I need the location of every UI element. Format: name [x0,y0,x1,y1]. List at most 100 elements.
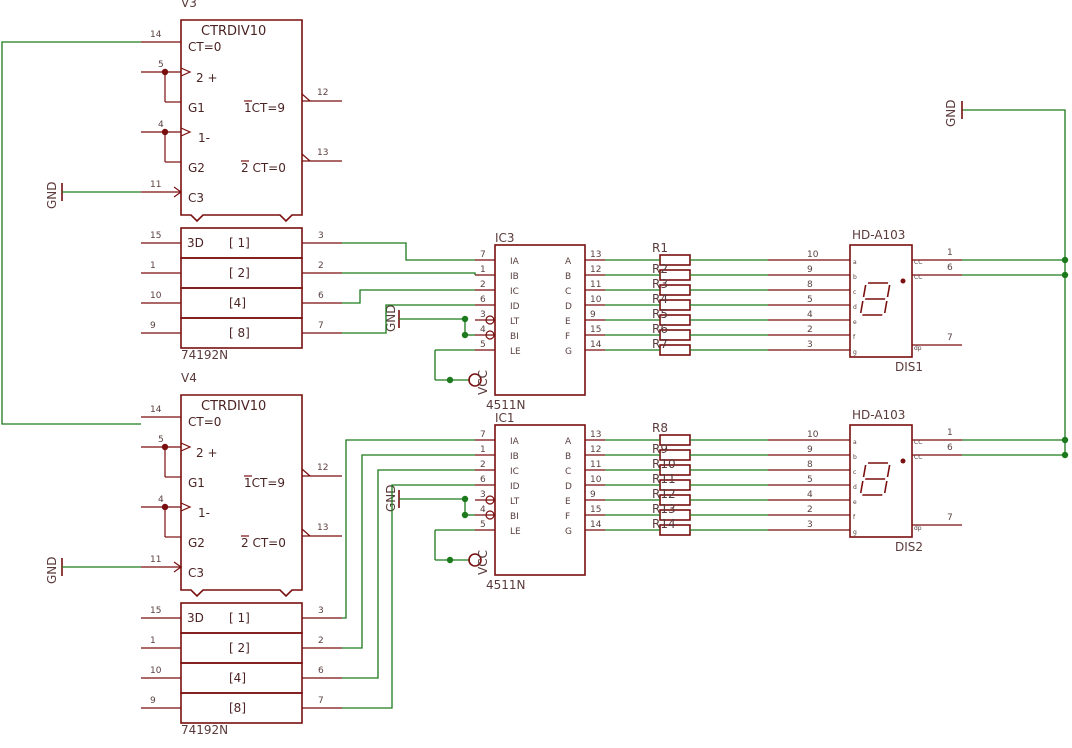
pin-number: 13 [590,250,601,260]
counter-ct9-label: 1CT=9 [244,101,285,115]
clock-triangle [180,502,192,512]
segment-label: f [853,334,856,341]
inverter-mark [173,561,183,573]
pin-number: 1 [480,445,486,455]
clock-triangle [180,442,192,452]
pin-number: 2 [807,505,813,515]
display-segment [886,285,891,297]
pin-number: 10 [150,291,162,301]
inverter-mark [301,468,311,477]
gnd-label: GND [384,304,398,332]
pin-number: 6 [947,443,953,453]
decoder-input-label: IB [510,452,519,462]
pin-number: 1 [150,636,156,646]
wire [342,469,475,679]
pin-number: 9 [150,696,156,706]
pin-number: 2 [318,261,324,271]
wire [962,109,1066,455]
resistor-label: R3 [652,277,668,291]
counter-g2-label: G2 [188,161,205,175]
segment-label: c [853,289,856,296]
pin-number: 2 [318,636,324,646]
pin-number: 3 [480,310,486,320]
display-segment [883,481,888,493]
pin-number: 14 [590,520,602,530]
decoder-output-label: B [565,272,571,282]
invert-bubble [485,330,495,340]
pin-number: 12 [590,445,601,455]
pin-number: 3 [318,231,324,241]
resistor-label: R2 [652,262,668,276]
pin-number: 7 [318,321,324,331]
counter-g1-label: G1 [188,101,205,115]
pin-number: 7 [318,696,324,706]
pin-number: 4 [807,310,813,320]
pin-number: 2 [807,325,813,335]
counter-3d-label: 3D [187,611,204,625]
pin-number: 3 [807,520,813,530]
cc-label: CC [914,454,922,461]
junction [1061,451,1069,459]
counter-g1-label: G1 [188,476,205,490]
dp-label: dp [914,345,922,352]
pin-number: 15 [150,231,161,241]
pin-number: 7 [480,250,486,260]
segment-label: e [853,499,857,506]
vcc-symbol [468,373,482,387]
pin-number: 12 [590,265,601,275]
junction [1061,256,1069,264]
pin-number: 10 [590,295,602,305]
pin-number: 13 [590,430,601,440]
counter-ref: V3 [181,0,197,10]
dp-label: dp [914,525,922,532]
pin-number: 4 [158,120,164,130]
pin-number: 15 [150,606,161,616]
decoder-output-label: C [565,287,571,297]
pin-number: 5 [480,340,486,350]
decoder-input-label: IA [510,257,520,267]
clock-triangle [180,127,192,137]
decoder-input-label: BI [510,332,519,342]
pin-number: 9 [807,445,813,455]
segment-label: a [853,259,857,266]
pin-number: 5 [480,520,486,530]
decoder-body [494,424,586,576]
decoder-output-label: D [565,302,572,312]
pin-number: 6 [318,291,324,301]
resistor-label: R5 [652,307,668,321]
pin-number: 4 [480,505,486,515]
pin-number: 11 [150,180,161,190]
pin-number: 12 [317,88,328,98]
decoder-output-label: E [565,317,571,327]
junction [461,495,469,503]
pin-number: 3 [807,340,813,350]
display-segment [859,481,864,493]
clock-triangle [180,67,192,77]
counter-up-label: 2 + [196,71,218,85]
counter-part-label: 74192N [181,723,228,737]
resistor-label: R13 [652,502,676,516]
display-ref: DIS2 [895,540,923,554]
resistor-label: R9 [652,442,668,456]
pin-number: 6 [480,475,486,485]
junction [1061,436,1069,444]
pin-number: 10 [150,666,162,676]
segment-label: a [853,439,857,446]
decoder-input-label: LE [510,347,521,357]
wire [342,242,475,261]
pin-number: 12 [317,463,328,473]
counter-down-label: 1- [198,131,210,145]
junction [446,376,454,384]
pin-number: 5 [807,295,813,305]
counter-down-label: 1- [198,506,210,520]
pin-number: 8 [807,280,813,290]
decoder-output-label: G [565,527,572,537]
counter-title: CTRDIV10 [201,399,266,414]
pin-number: 3 [480,490,486,500]
junction [161,503,169,511]
decoder-output-label: E [565,497,571,507]
pin-number: 6 [947,263,953,273]
inverter-mark [301,93,311,102]
counter-bit8-label: [ 8] [229,326,250,340]
